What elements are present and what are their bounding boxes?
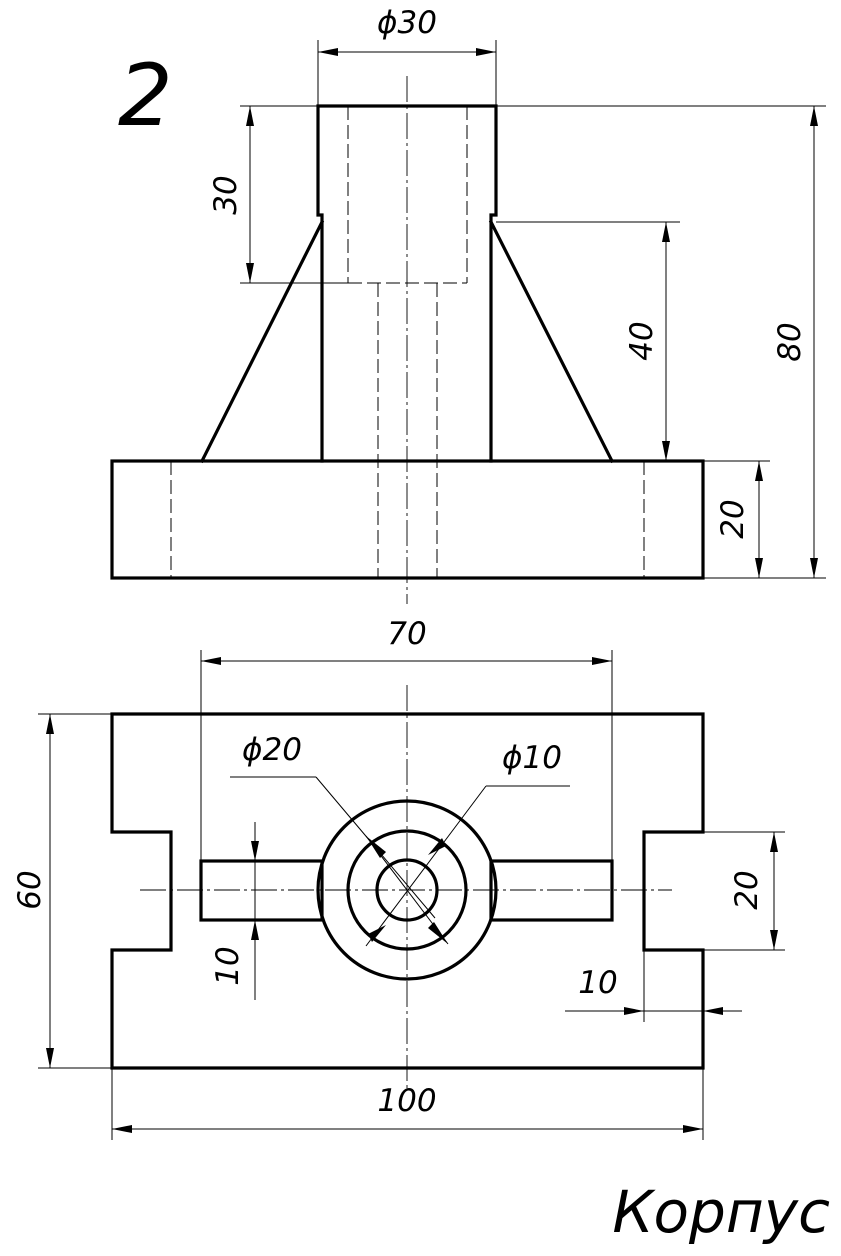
arrow	[318, 48, 338, 56]
arrow	[112, 1125, 132, 1133]
arrow	[810, 558, 818, 578]
part-title: Корпус	[612, 1178, 830, 1246]
dim-rib-height: 40	[624, 321, 660, 360]
dim-outer-circle: ϕ20	[242, 732, 302, 768]
arrow	[46, 1048, 54, 1068]
arrow	[770, 832, 778, 852]
dim-width: 100	[377, 1083, 436, 1119]
arrow	[366, 836, 386, 858]
arrow	[251, 920, 259, 940]
right-rib	[488, 219, 615, 464]
arrow	[624, 1007, 644, 1015]
dim-line-phi20	[365, 835, 449, 945]
arrow	[476, 48, 496, 56]
dim-base-height: 20	[715, 499, 751, 538]
dim-slot-width: 20	[729, 870, 765, 909]
base-block	[110, 459, 705, 580]
arrow	[201, 657, 221, 665]
dim-rib-span: 70	[387, 616, 426, 652]
arrow	[770, 930, 778, 950]
arrow	[755, 461, 763, 481]
arrow	[246, 106, 254, 126]
dim-rib-thickness: 10	[210, 946, 246, 985]
dim-slot-depth: 10	[578, 965, 617, 1001]
arrow	[810, 106, 818, 126]
arrow	[368, 925, 386, 942]
left-rib-bar	[199, 859, 324, 922]
dim-top-diameter: ϕ30	[377, 5, 437, 41]
left-rib	[199, 219, 325, 464]
arrow	[683, 1125, 703, 1133]
arrow	[662, 441, 670, 461]
arrow	[703, 1007, 723, 1015]
dim-inner-circle: ϕ10	[502, 740, 562, 776]
dim-depth: 60	[12, 870, 48, 909]
arrow	[755, 558, 763, 578]
arrow	[246, 263, 254, 283]
dim-bore-depth: 30	[208, 175, 244, 214]
arrow	[662, 222, 670, 242]
leader-phi10	[365, 785, 487, 947]
dim-total-height: 80	[772, 322, 808, 361]
front-view: ϕ30 30 40 80 20	[110, 5, 826, 604]
arrow	[428, 838, 446, 855]
arrow	[428, 922, 448, 944]
arrow	[46, 714, 54, 734]
top-view: 70 ϕ20 ϕ10 60 20 10	[12, 616, 785, 1140]
arrow	[251, 841, 259, 861]
right-rib-bar	[489, 859, 614, 922]
sheet-number: 2	[118, 46, 173, 146]
arrow	[592, 657, 612, 665]
